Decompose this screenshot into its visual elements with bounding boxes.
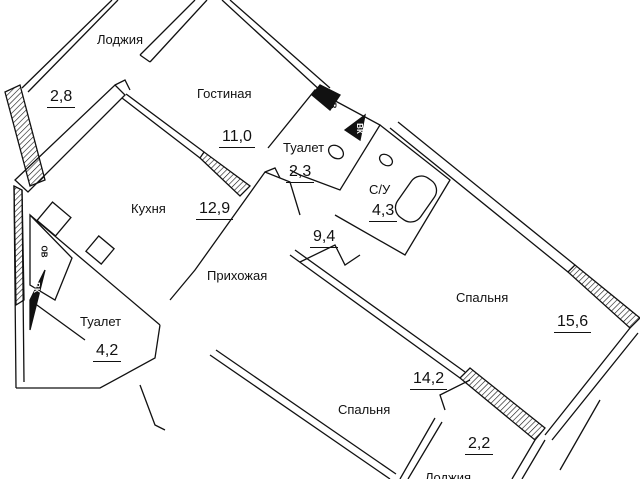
loggia-window [21,0,119,93]
room-area-toilet-top: 2,3 [286,163,315,183]
room-name-hall: Прихожая [207,268,268,283]
room-name-loggia-top: Лоджия [97,32,144,47]
room-name-loggia-bottom: Лоджия [425,470,472,479]
room-name-bathroom: С/У [369,182,391,197]
room-name-toilet-top: Туалет [283,140,325,155]
room-name-toilet-left: Туалет [80,314,122,329]
room-area-loggia-bottom: 2,2 [465,435,494,455]
room-area-loggia-top: 2,8 [47,88,76,108]
fixture-tag-ov-left: ОВ [39,245,49,258]
room-area-bedroom-right: 15,6 [554,313,592,333]
fixture-tag-vk-left: ВК [31,282,41,293]
sink [84,234,116,266]
stove [36,201,72,237]
fixture-tag-ov: ОВ [328,96,338,109]
room-area-hall: 9,4 [310,228,339,248]
room-area-bathroom: 4,3 [369,202,398,222]
bathtub [394,175,438,223]
room-name-kitchen: Кухня [131,201,166,216]
room-name-bedroom-right: Спальня [456,290,509,305]
fixture-tag-vk: ВК [354,123,364,134]
room-name-bedroom-bottom: Спальня [338,402,391,417]
room-area-kitchen: 12,9 [196,200,234,220]
room-area-toilet-left: 4,2 [93,342,122,362]
room-area-living: 11,0 [219,128,255,148]
room-name-living: Гостиная [197,86,252,101]
room-area-bedroom-bottom: 14,2 [410,370,448,390]
